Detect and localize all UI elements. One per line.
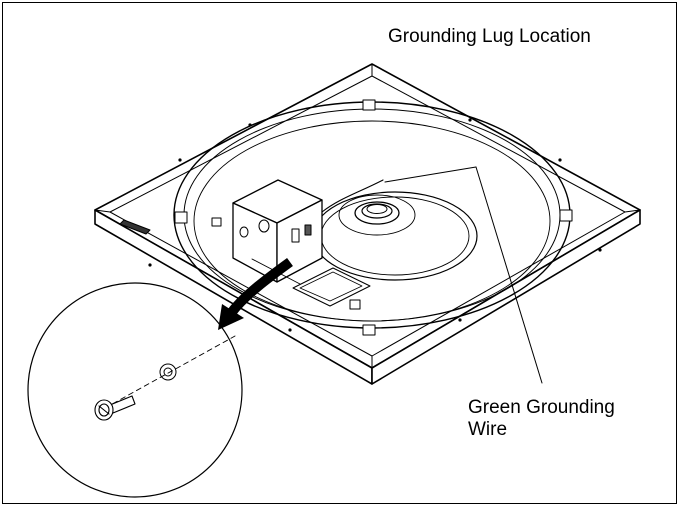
diagram-frame: [2, 2, 677, 504]
green-grounding-wire-label-line1: Green Grounding: [468, 397, 615, 418]
leader-lines: [384, 166, 543, 384]
green-grounding-wire-label-line2: Wire: [468, 419, 508, 440]
center-collar: [338, 194, 416, 236]
grounding-wire-path: [321, 179, 384, 213]
detail-arrow-icon: [218, 257, 293, 330]
rim-dots: [148, 118, 602, 332]
star-washer: [159, 363, 177, 381]
square-pan: [94, 63, 641, 385]
grounding-screw: [94, 395, 136, 421]
green-grounding-wire-label: Green Grounding Wire: [468, 397, 615, 441]
grounding-lug-location-label: Grounding Lug Location: [388, 26, 591, 47]
mounting-clips: [174, 99, 573, 336]
detail-circle: [27, 282, 243, 498]
